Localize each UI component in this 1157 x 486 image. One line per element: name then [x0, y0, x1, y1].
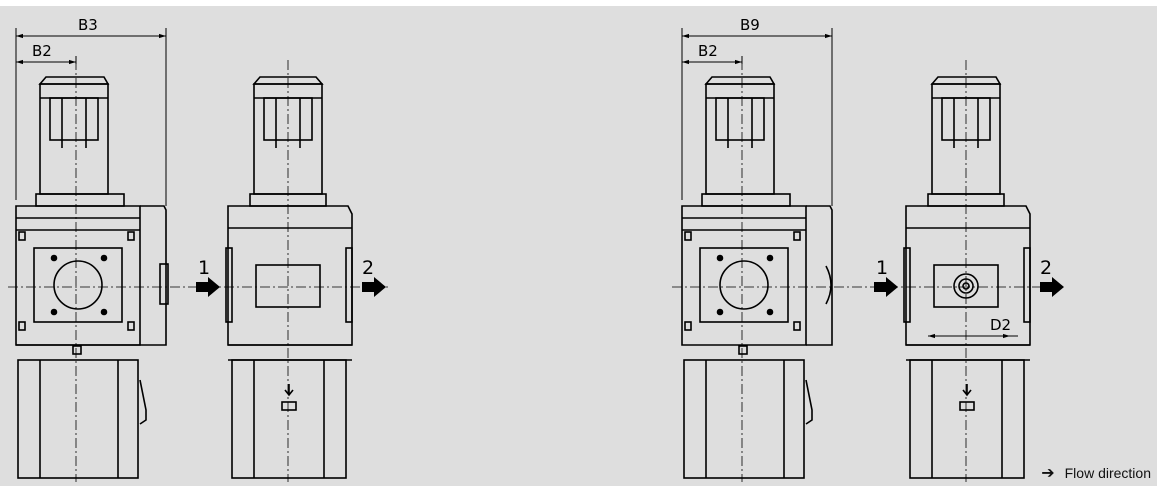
- left-unit-side-view: [225, 76, 353, 479]
- right-flow-arrows: [874, 277, 1064, 297]
- right-unit-front-view: [681, 76, 833, 479]
- right-dimension-lines: [681, 28, 1018, 339]
- dim-label-d2: D2: [990, 316, 1011, 334]
- right-centerlines: [672, 60, 1060, 482]
- left-dimension-lines: [15, 28, 167, 206]
- inlet-arrow-right: [874, 277, 898, 297]
- outlet-arrow-right: [1040, 277, 1064, 297]
- flow-direction-legend: ➔ Flow direction: [1041, 463, 1151, 482]
- left-unit-front-view: [15, 76, 169, 479]
- dim-label-b2-left: B2: [32, 42, 52, 60]
- inlet-arrow-left: [196, 277, 220, 297]
- right-unit-side-view: [903, 76, 1031, 479]
- legend-label: Flow direction: [1064, 464, 1151, 481]
- port-label-inlet-left: 1: [198, 257, 210, 279]
- outlet-arrow-left: [362, 277, 386, 297]
- port-label-inlet-right: 1: [876, 257, 888, 279]
- dim-label-b2-right: B2: [698, 42, 718, 60]
- right-arrow-icon: ➔: [1041, 463, 1055, 482]
- left-flow-arrows: [196, 277, 386, 297]
- dim-label-b9: B9: [740, 16, 760, 34]
- dim-label-b3: B3: [78, 16, 98, 34]
- port-label-outlet-right: 2: [1040, 257, 1052, 279]
- drawing-background: [0, 6, 1157, 486]
- port-label-outlet-left: 2: [362, 257, 374, 279]
